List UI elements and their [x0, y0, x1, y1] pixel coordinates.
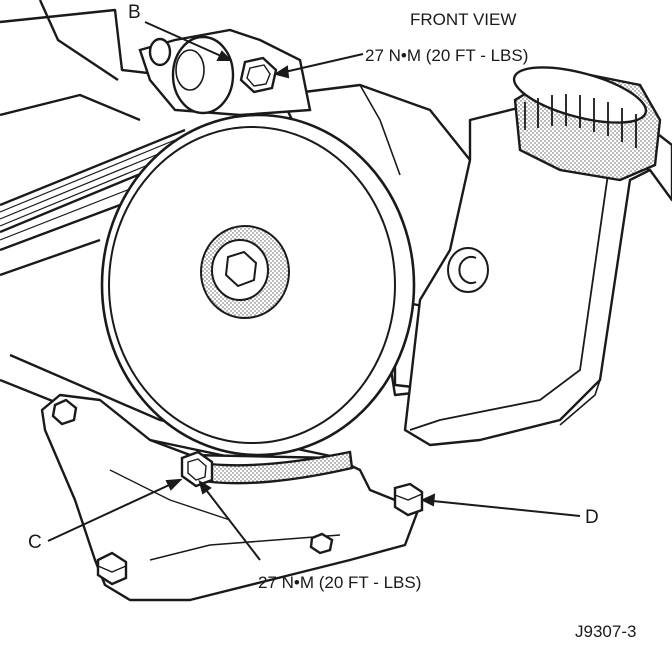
- upper-mount: [138, 28, 312, 117]
- callout-c-label: C: [28, 532, 42, 553]
- torque-label-top: 27 N•M (20 FT - LBS): [365, 46, 529, 65]
- leader-lines: [47, 21, 581, 561]
- adjuster-slot: [193, 450, 354, 485]
- reservoir-cap: [512, 66, 662, 182]
- torque-label-bottom: 27 N•M (20 FT - LBS): [258, 573, 422, 592]
- callout-d-label: D: [585, 507, 599, 528]
- upper-bolt: [239, 56, 278, 94]
- callout-b-label: B: [128, 2, 141, 23]
- bolt-c: [180, 450, 214, 488]
- fluid-reservoir: [403, 103, 672, 447]
- front-view-title: FRONT VIEW: [410, 10, 517, 29]
- bracket-bolts: [51, 398, 334, 586]
- figure-id: J9307-3: [575, 622, 637, 641]
- pump-pulley: [100, 113, 416, 457]
- bolt-d: [393, 482, 424, 517]
